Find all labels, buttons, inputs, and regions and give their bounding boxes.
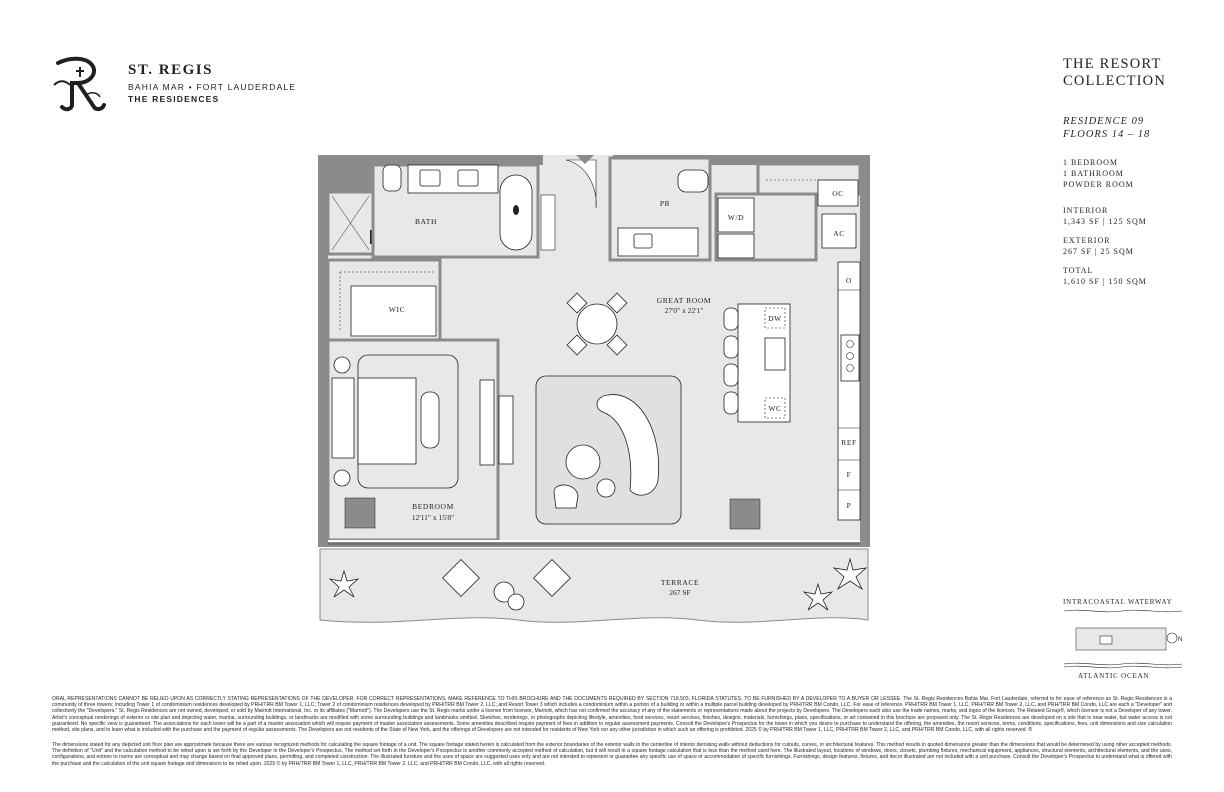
kitchen-counter <box>837 261 861 521</box>
room-label-pr: PR <box>660 199 670 208</box>
sink-icon <box>419 169 441 187</box>
bedroom-dimensions: 12'11" x 15'8" <box>412 513 454 522</box>
key-plan-ocean-label: ATLANTIC OCEAN <box>1078 672 1150 680</box>
sink-icon <box>633 233 653 249</box>
bar-stool <box>723 307 739 331</box>
collection-title: THE RESORT COLLECTION <box>1063 56 1213 90</box>
residence-floors: FLOORS 14 – 18 <box>1063 129 1151 140</box>
collection-title-line2: COLLECTION <box>1063 73 1167 89</box>
total-label: TOTAL <box>1063 266 1094 275</box>
island-sink-icon <box>764 337 786 371</box>
brand-name: ST. REGIS <box>128 62 213 78</box>
curved-sofa-icon <box>596 394 660 496</box>
great-room-dimensions: 27'0" x 22'1" <box>665 306 704 315</box>
key-plan: N <box>1063 609 1182 669</box>
terrace-side-table <box>493 581 515 603</box>
bathroom-count: 1 BATHROOM <box>1063 169 1124 178</box>
palm-plant-icon <box>328 569 360 598</box>
bedroom-chair <box>344 497 376 529</box>
legal-disclaimer-paragraph-2: The dimensions stated for any depicted u… <box>52 742 1172 767</box>
dining-table <box>576 303 618 345</box>
lamp-icon <box>333 469 351 487</box>
tv-wall <box>479 379 495 466</box>
room-label-oven: O <box>846 276 852 285</box>
owner-closet <box>817 179 859 207</box>
lounge-chair-icon <box>553 484 579 509</box>
legal-disclaimer-paragraph-1: ORAL REPRESENTATIONS CANNOT BE RELIED UP… <box>52 696 1172 734</box>
dishwasher <box>764 307 786 329</box>
brand-location: BAHIA MAR • FORT LAUDERDALE <box>128 82 297 92</box>
north-arrow-icon <box>1166 632 1178 644</box>
terrace-lounger <box>442 559 480 597</box>
room-label-pantry: P <box>847 501 852 510</box>
terrace <box>319 548 869 623</box>
bar-stool <box>723 335 739 359</box>
floor-plan: BATH PR W/D OC AC WIC BEDROOM 12'11" x 1… <box>318 155 870 623</box>
room-label-wd: W/D <box>728 213 744 222</box>
room-label-ac: AC <box>833 229 845 238</box>
bedroom-count: 1 BEDROOM <box>1063 158 1119 167</box>
room-label-freezer: F <box>847 470 852 479</box>
terrace-area: 267 SF <box>669 588 690 597</box>
bar-stool <box>723 391 739 415</box>
st-regis-monogram-logo <box>53 56 106 112</box>
ac-closet <box>821 213 857 249</box>
palm-plant-icon <box>832 557 868 591</box>
toilet-icon <box>677 169 709 193</box>
sink-icon <box>457 169 479 187</box>
exterior-label: EXTERIOR <box>1063 236 1111 245</box>
room-label-dw: DW <box>768 314 782 323</box>
lamp-icon <box>333 356 351 374</box>
terrace-lounger <box>533 559 571 597</box>
total-value: 1,610 SF | 150 SQM <box>1063 277 1147 286</box>
room-label-bath: BATH <box>415 217 437 226</box>
room-label-great-room: GREAT ROOM <box>657 296 711 305</box>
room-label-bedroom: BEDROOM <box>412 502 454 511</box>
residence-heading: RESIDENCE 09 FLOORS 14 – 18 <box>1063 115 1150 141</box>
room-label-wic: WIC <box>389 305 405 314</box>
terrace-side-table <box>507 593 525 611</box>
room-label-terrace: TERRACE <box>661 578 699 587</box>
residence-name: RESIDENCE 09 <box>1063 116 1145 127</box>
interior-label: INTERIOR <box>1063 206 1109 215</box>
brand-tagline: THE RESIDENCES <box>128 94 220 104</box>
room-label-oc: OC <box>832 189 844 198</box>
collection-title-line1: THE RESORT <box>1063 56 1162 72</box>
palm-plant-icon <box>802 582 834 611</box>
washer-dryer <box>717 197 755 233</box>
wine-cooler <box>764 397 786 419</box>
coffee-table <box>565 444 601 480</box>
key-plan-unit-highlight <box>1099 635 1113 645</box>
key-plan-building <box>1075 627 1167 651</box>
exterior-value: 267 SF | 25 SQM <box>1063 247 1134 256</box>
toilet-icon <box>382 164 402 192</box>
north-label: N <box>1178 637 1182 643</box>
bar-stool <box>723 363 739 387</box>
interior-value: 1,343 SF | 125 SQM <box>1063 217 1147 226</box>
entry-door-swing <box>565 159 597 209</box>
room-label-wc: WC <box>768 404 781 413</box>
planter <box>729 498 761 530</box>
entry-marker-icon <box>576 155 594 164</box>
room-label-ref: REF <box>841 438 857 447</box>
bench-icon <box>420 391 440 449</box>
key-plan-waterway-label: INTRACOASTAL WATERWAY <box>1063 598 1173 606</box>
powder-room: POWDER ROOM <box>1063 180 1134 189</box>
bed-icon <box>357 377 417 465</box>
cooktop-icon <box>840 334 860 382</box>
